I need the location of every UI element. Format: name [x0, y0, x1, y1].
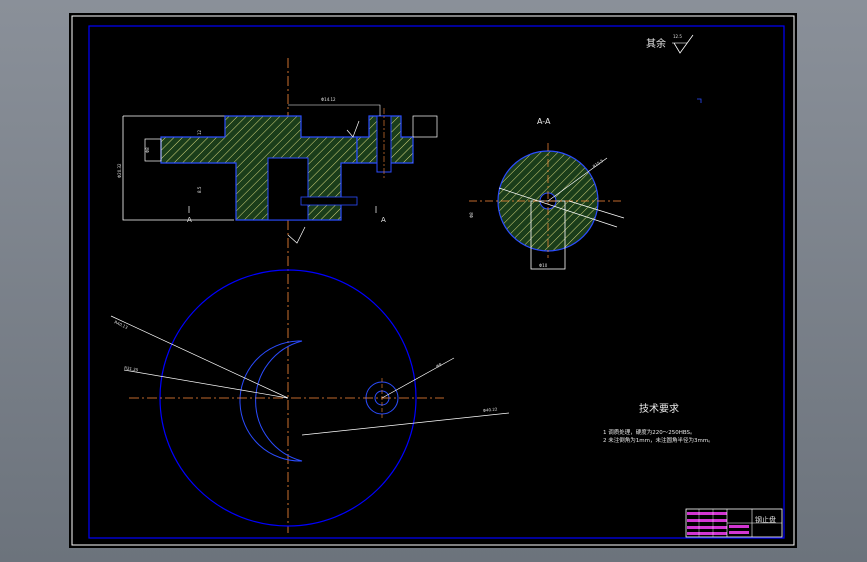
front-slot: [300, 196, 358, 206]
section-radius-label: R15.5: [592, 158, 605, 169]
section-leader-2: [498, 187, 618, 228]
plan-label-c: Φ8: [435, 362, 443, 369]
front-left-tab: [144, 138, 162, 162]
corner-mark: [697, 98, 702, 103]
tech-req-title: 技术要求: [639, 402, 679, 415]
tech-req-line1: 1 调质处理，硬度为220～250HBS。: [603, 428, 696, 436]
section-title: A-A: [537, 117, 551, 126]
section-side-label: Φ8: [469, 212, 474, 218]
side-dim-c: 12: [197, 129, 202, 135]
section-leader-1: [547, 157, 608, 202]
tech-req-line2: 2 未注倒角为1mm，未注圆角半径为3mm。: [603, 436, 714, 444]
cad-drawing: 其余 12.5 Φ14.12 A A Φ8 Φ20.32 12 8.5 A-A …: [71, 15, 795, 546]
title-block: [685, 508, 783, 538]
plan-leader-c: [381, 357, 455, 399]
plan-label-b: R21.25: [124, 365, 139, 372]
roughness-value: 12.5: [673, 34, 682, 39]
side-dim-a: Φ8: [145, 147, 150, 153]
top-dimension-line: [288, 104, 381, 116]
side-dim-height: 8.5: [197, 186, 202, 193]
roughness-symbol: [673, 34, 694, 54]
top-dimension-label: Φ14.12: [321, 97, 336, 102]
section-width-label: Φ10: [539, 263, 548, 268]
section-marker-right: A: [381, 216, 386, 224]
front-right-tab: [412, 115, 438, 138]
inner-border: [88, 25, 785, 539]
front-view-outline: [122, 116, 234, 221]
title-block-part-name: 钢止盘: [755, 515, 776, 524]
plan-label-a: R40.13: [114, 319, 129, 330]
roughness-note: 其余: [646, 37, 666, 50]
section-marker-left: A: [187, 216, 192, 224]
side-dim-b: Φ20.32: [117, 163, 122, 178]
front-bore: [267, 157, 309, 221]
roughness-mark-front: [287, 226, 306, 244]
roughness-mark-front-2: [346, 120, 360, 138]
drawing-viewport[interactable]: 其余 12.5 Φ14.12 A A Φ8 Φ20.32 12 8.5 A-A …: [69, 13, 797, 548]
plan-leader-b: [123, 369, 289, 399]
plan-leader-d: [301, 412, 510, 436]
outer-border: [71, 15, 795, 546]
plan-label-d: Φ40.22: [483, 406, 498, 413]
plan-leader-a: [110, 315, 289, 399]
plan-hub-profile: [239, 340, 303, 462]
